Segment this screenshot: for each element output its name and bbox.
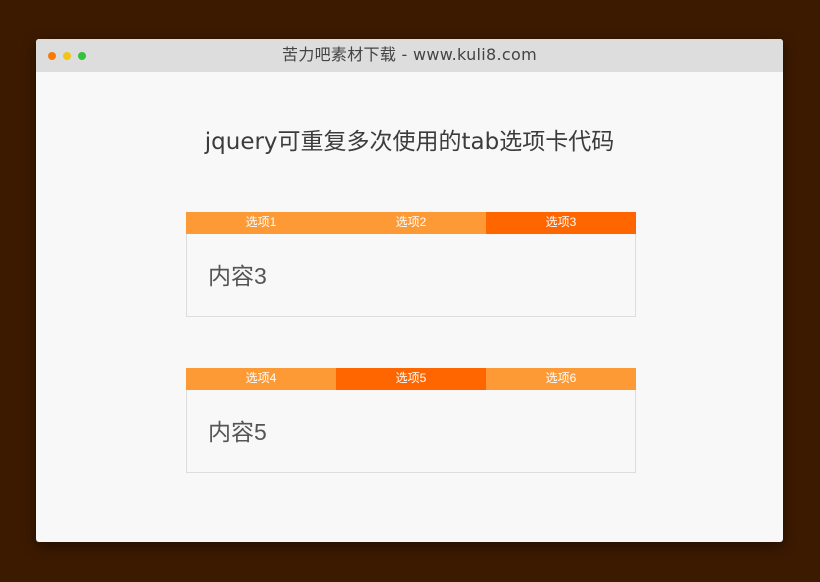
minimize-window-button[interactable]: [63, 52, 71, 60]
page-title: jquery可重复多次使用的tab选项卡代码: [204, 129, 615, 155]
tab-option-4[interactable]: 选项4: [186, 368, 336, 390]
tab-option-3[interactable]: 选项3: [486, 212, 636, 234]
tab-panel-content: 内容3: [186, 234, 636, 317]
tab-bar: 选项1 选项2 选项3: [186, 212, 636, 234]
tab-option-6[interactable]: 选项6: [486, 368, 636, 390]
browser-window: 苦力吧素材下载 - www.kuli8.com jquery可重复多次使用的ta…: [36, 39, 783, 542]
tab-option-1[interactable]: 选项1: [186, 212, 336, 234]
maximize-window-button[interactable]: [78, 52, 86, 60]
tab-option-2[interactable]: 选项2: [336, 212, 486, 234]
close-window-button[interactable]: [48, 52, 56, 60]
title-bar: 苦力吧素材下载 - www.kuli8.com: [36, 39, 783, 72]
tab-group-2: 选项4 选项5 选项6 内容5: [186, 368, 636, 473]
tab-panel-content: 内容5: [186, 390, 636, 473]
tab-option-5[interactable]: 选项5: [336, 368, 486, 390]
tab-group-1: 选项1 选项2 选项3 内容3: [186, 212, 636, 317]
window-title: 苦力吧素材下载 - www.kuli8.com: [282, 45, 537, 64]
tab-bar: 选项4 选项5 选项6: [186, 368, 636, 390]
